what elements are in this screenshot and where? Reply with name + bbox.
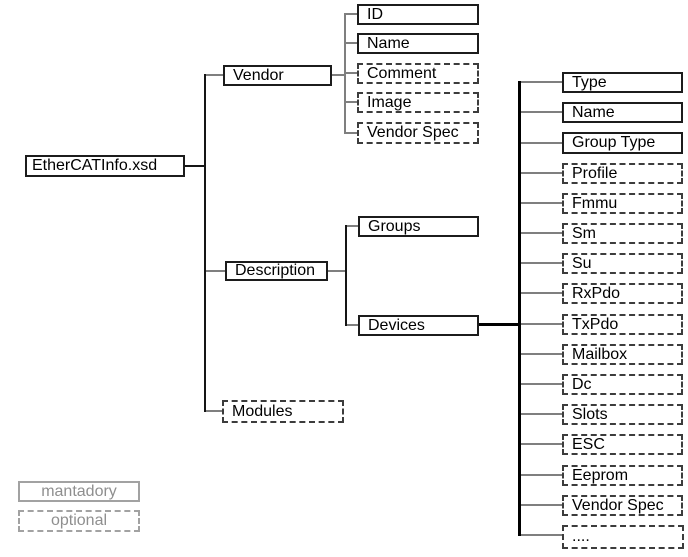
node-vendor: Vendor <box>223 65 332 86</box>
connector-stub-vendor-image <box>346 101 357 103</box>
node-device-txpdo: TxPdo <box>562 314 683 335</box>
connector-stub-fmmu <box>521 202 562 204</box>
connector-description-trunk <box>345 225 347 326</box>
connector-stub-more <box>521 534 562 536</box>
connector-stub-description <box>206 270 225 272</box>
connector-stub-sm <box>521 232 562 234</box>
connector-devices-out <box>479 323 520 326</box>
node-device-rxpdo: RxPdo <box>562 283 683 304</box>
node-device-slots: Slots <box>562 404 683 425</box>
node-device-fmmu: Fmmu <box>562 193 683 214</box>
node-groups: Groups <box>358 216 479 237</box>
connector-vendor-trunk <box>344 13 346 134</box>
node-device-dc: Dc <box>562 374 683 395</box>
node-device-group-type: Group Type <box>562 132 683 154</box>
node-device-sm: Sm <box>562 223 683 244</box>
connector-stub-eeprom <box>521 474 562 476</box>
node-vendor-image: Image <box>357 92 479 113</box>
connector-stub-vendor-spec <box>346 132 357 134</box>
node-ethercatinfo-xsd: EtherCATInfo.xsd <box>25 155 185 177</box>
node-device-type: Type <box>562 72 683 93</box>
connector-stub-vendor-comment <box>346 72 357 74</box>
connector-stub-group-type <box>521 142 562 144</box>
node-device-name: Name <box>562 102 683 123</box>
node-vendor-spec: Vendor Spec <box>357 122 479 144</box>
node-device-profile: Profile <box>562 163 683 184</box>
connector-stub-profile <box>521 172 562 174</box>
connector-devices-trunk <box>518 81 521 536</box>
connector-stub-esc <box>521 443 562 445</box>
legend-box-mandatory: mantadory <box>18 481 140 502</box>
connector-description-out <box>328 270 346 272</box>
connector-main-trunk <box>204 74 206 412</box>
connector-stub-type <box>521 81 562 83</box>
node-vendor-id: ID <box>357 4 479 25</box>
connector-stub-dc <box>521 383 562 385</box>
node-device-vendor-spec: Vendor Spec <box>562 495 683 516</box>
connector-stub-slots <box>521 413 562 415</box>
node-modules: Modules <box>222 400 344 423</box>
node-vendor-name: Name <box>357 33 479 54</box>
node-vendor-comment: Comment <box>357 63 479 84</box>
node-device-more: .... <box>562 525 684 549</box>
node-description: Description <box>225 261 328 281</box>
connector-stub-vendor-id <box>346 13 357 15</box>
node-device-mailbox: Mailbox <box>562 344 683 365</box>
connector-stub-mailbox <box>521 353 562 355</box>
connector-stub-su <box>521 262 562 264</box>
connector-stub-groups <box>347 225 358 227</box>
connector-stub-rxpdo <box>521 292 562 294</box>
legend-box-optional: optional <box>18 510 140 532</box>
connector-root-out <box>185 165 205 167</box>
connector-stub-txpdo <box>521 323 562 325</box>
node-device-esc: ESC <box>562 434 683 455</box>
connector-stub-modules <box>206 410 222 412</box>
connector-stub-vendor-name <box>346 42 357 44</box>
connector-stub-vendor <box>206 74 223 76</box>
connector-stub-vendor-spec-2 <box>521 504 562 506</box>
node-device-eeprom: Eeprom <box>562 465 683 486</box>
node-device-su: Su <box>562 253 683 274</box>
node-devices: Devices <box>358 315 479 336</box>
connector-stub-name <box>521 111 562 113</box>
connector-vendor-out <box>332 74 344 76</box>
connector-stub-devices <box>347 324 358 326</box>
